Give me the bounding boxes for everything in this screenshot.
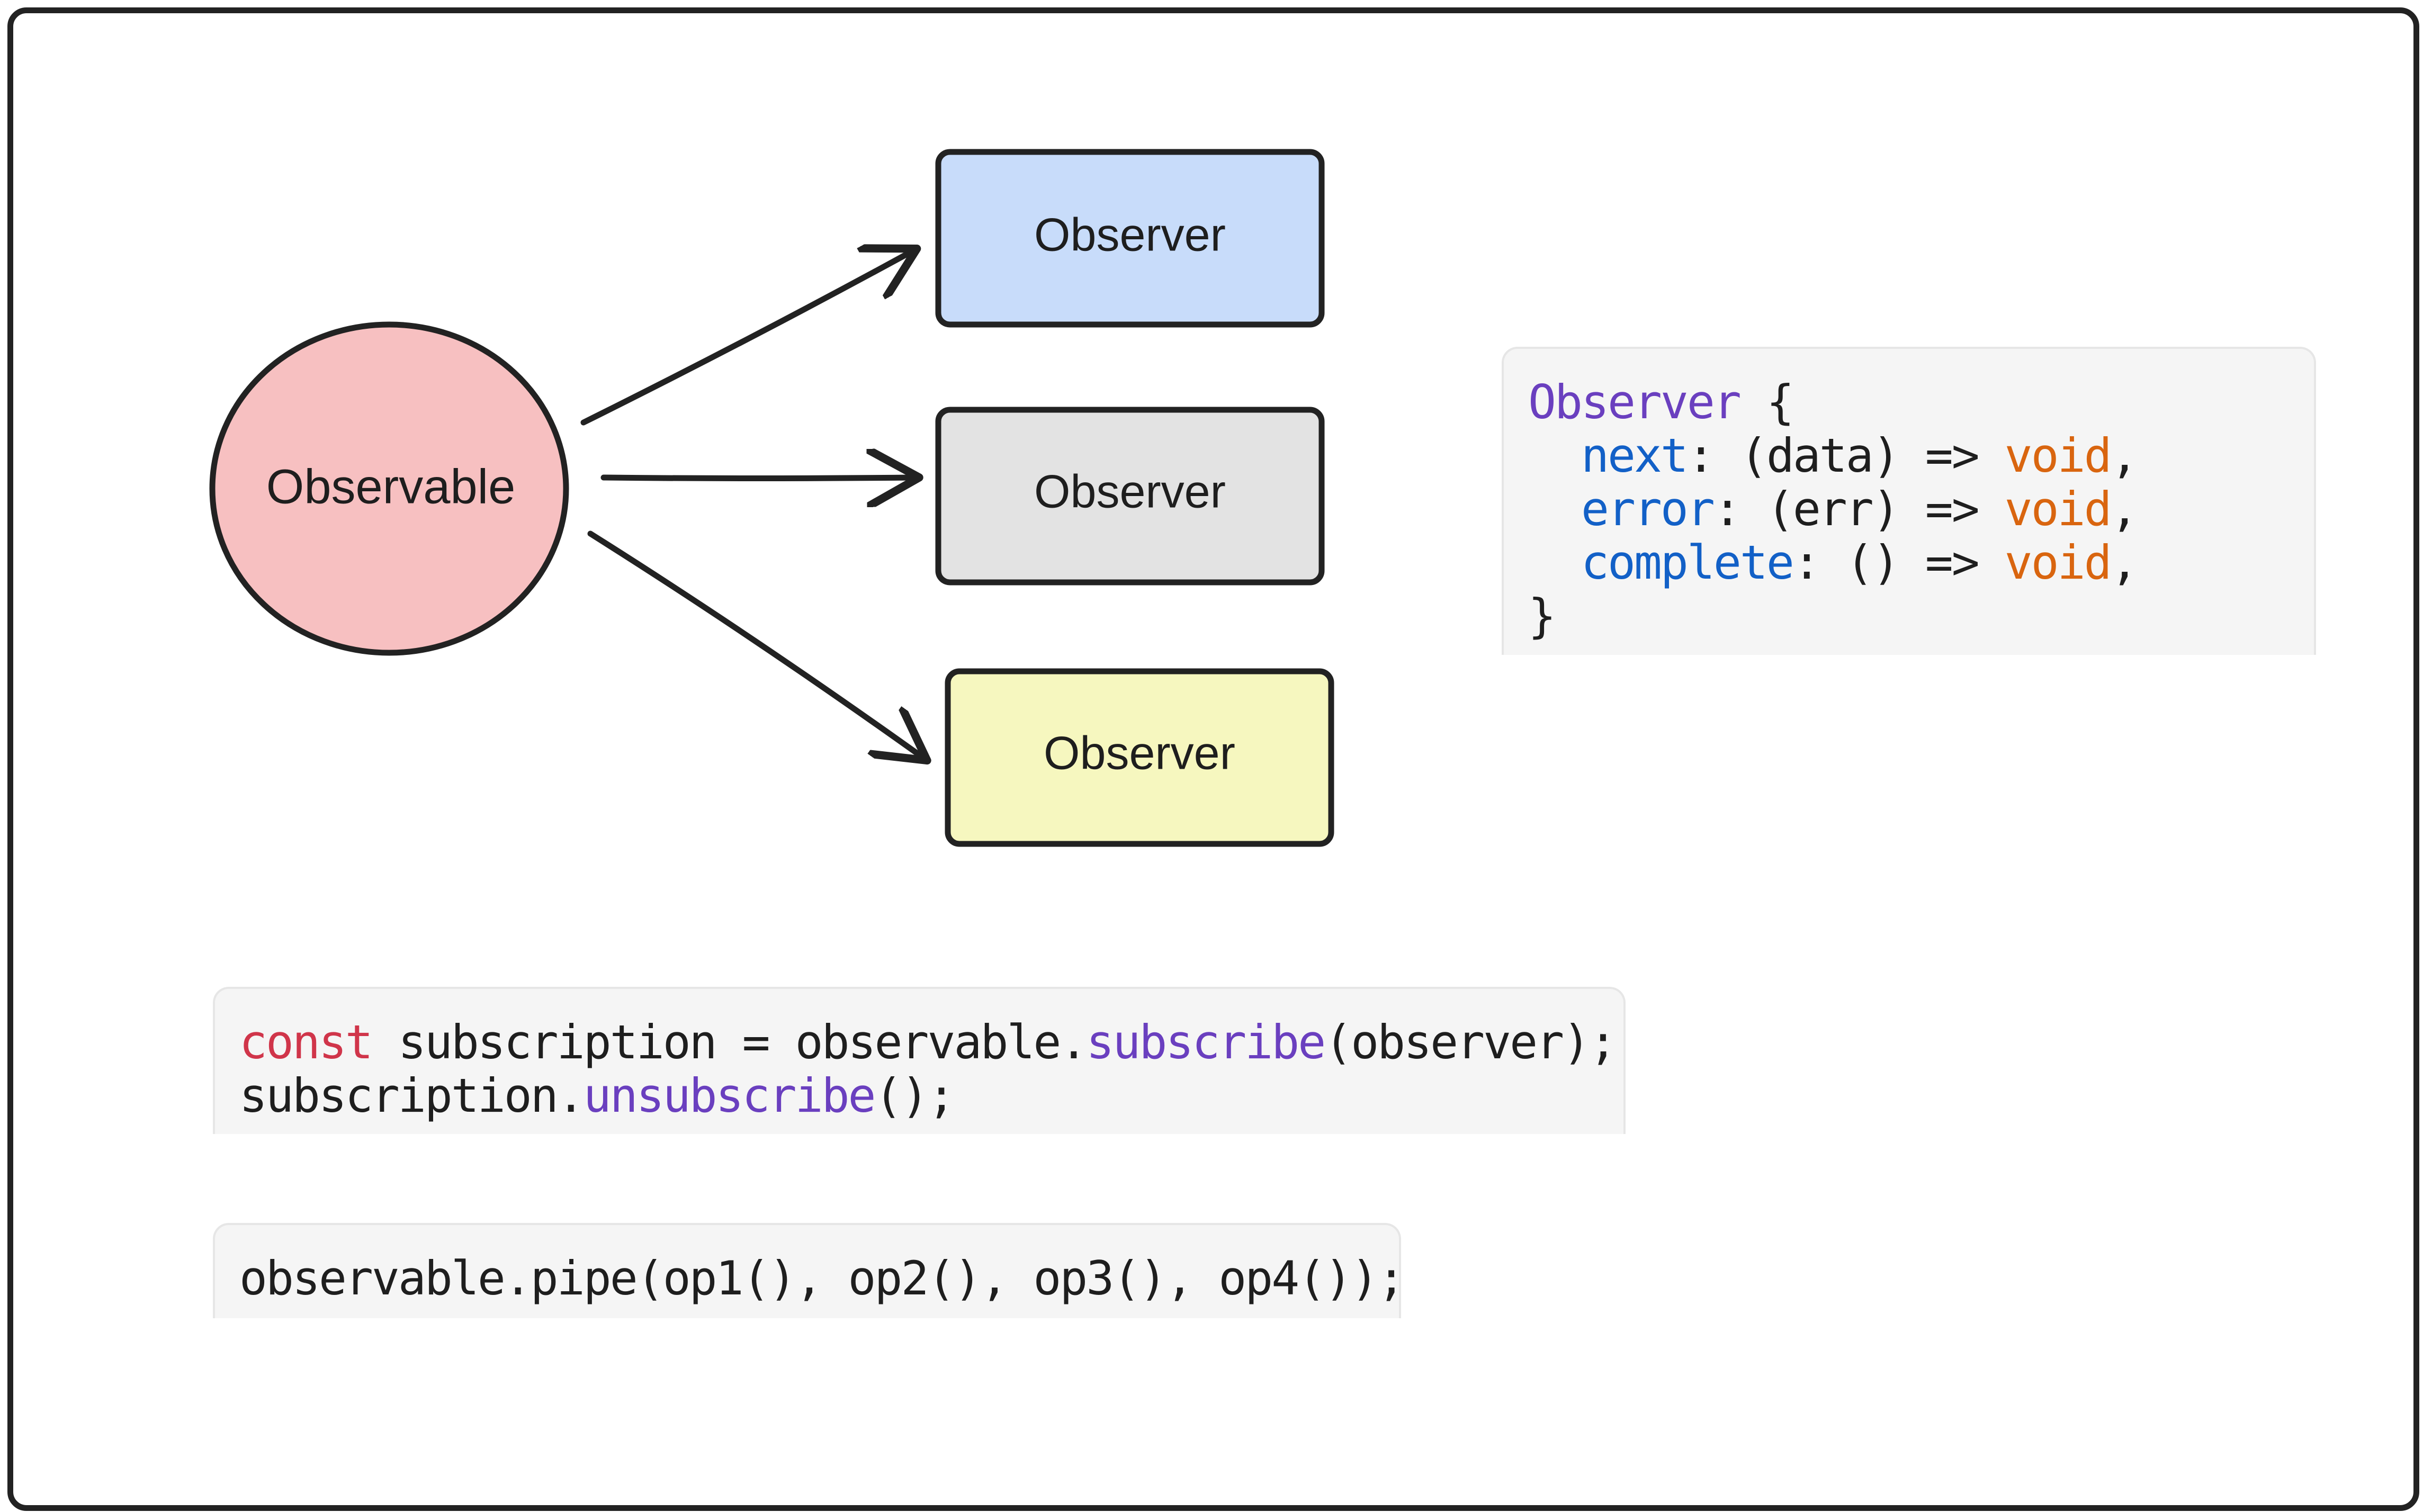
pipe-code: observable.pipe(op1(), op2(), op3(), op4… [213, 1223, 1405, 1318]
code-line: } [1528, 589, 2314, 643]
code-line: complete: () => void, [1528, 536, 2314, 589]
observer-label-2: Observer [1034, 465, 1226, 517]
observer-node-3: Observer [945, 668, 1334, 847]
observable-label: Observable [266, 460, 515, 514]
code-token: subscription. [239, 1068, 585, 1123]
observer-label-1: Observer [1034, 208, 1226, 260]
observer-box-2 [935, 407, 1325, 586]
code-token: , [2110, 428, 2139, 483]
code-token: void [2004, 535, 2112, 590]
code-token: unsubscribe [583, 1068, 876, 1123]
code-token: observable.pipe(op1(), op2(), op3(), op4… [239, 1251, 1405, 1306]
arrow-to-observer-2 [600, 478, 913, 479]
observable-node: Observable [209, 321, 569, 656]
subscribe-code: const subscription = observable.subscrib… [213, 987, 1626, 1134]
observer-interface-code: Observer { next: (data) => void, error: … [1502, 347, 2316, 655]
code-token: error [1581, 482, 1715, 536]
observer-box-1 [935, 149, 1325, 328]
observable-circle [209, 321, 569, 656]
code-token: next [1581, 428, 1689, 483]
code-token [1528, 428, 1581, 483]
code-line: error: (err) => void, [1528, 482, 2314, 536]
code-token: , [2110, 482, 2139, 536]
observer-box-3 [945, 668, 1334, 847]
code-token: (); [874, 1068, 956, 1123]
code-line: const subscription = observable.subscrib… [239, 1015, 1623, 1069]
code-token: } [1528, 589, 1556, 643]
code-token: { [1739, 375, 1794, 429]
code-line: next: (data) => void, [1528, 429, 2314, 482]
code-token: : () => [1792, 535, 2005, 590]
observer-node-2: Observer [935, 407, 1325, 586]
code-token: subscribe [1086, 1015, 1326, 1069]
code-token: (observer); [1324, 1015, 1617, 1069]
code-token: Observer [1528, 375, 1742, 429]
code-token: void [2004, 428, 2112, 483]
arrow-to-observer-1 [580, 251, 912, 426]
code-token: , [2110, 535, 2139, 590]
code-token [1528, 535, 1581, 590]
code-token: : (data) => [1686, 428, 2005, 483]
code-token: const [239, 1015, 373, 1069]
code-line: observable.pipe(op1(), op2(), op3(), op4… [239, 1252, 1405, 1305]
code-token: complete [1581, 535, 1794, 590]
code-line: subscription.unsubscribe(); [239, 1069, 1623, 1122]
observer-node-1: Observer [935, 149, 1325, 328]
arrow-to-observer-3 [587, 530, 922, 757]
code-token: : (err) => [1713, 482, 2005, 536]
code-token [1528, 482, 1581, 536]
code-token: void [2004, 482, 2112, 536]
observer-label-3: Observer [1044, 726, 1235, 779]
code-line: Observer { [1528, 375, 2314, 429]
code-token: subscription = observable. [371, 1015, 1088, 1069]
